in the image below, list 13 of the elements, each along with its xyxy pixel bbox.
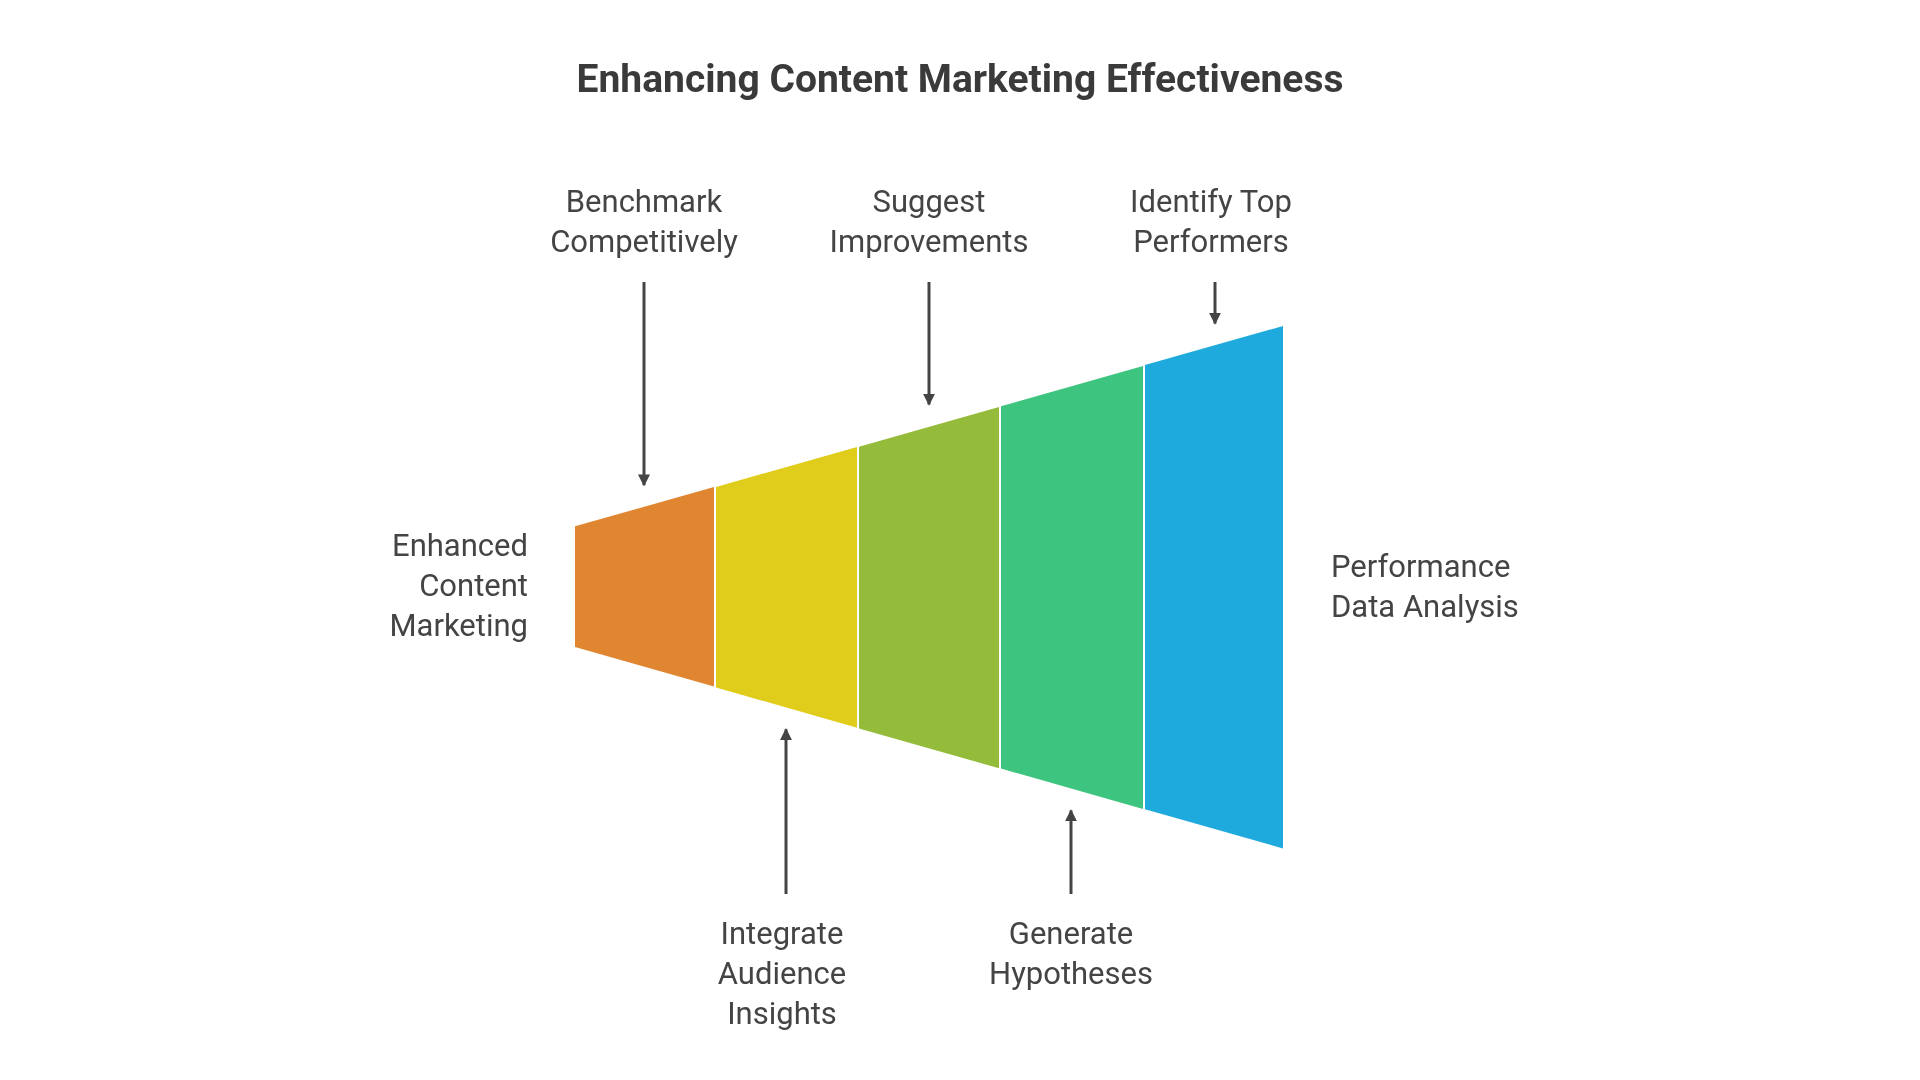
arrow [923,282,935,406]
step-label: Suggest Improvements [828,182,1030,262]
step-label: Identify Top Performers [1129,182,1293,262]
endpoint-label: Enhanced Content Marketing [388,526,528,646]
step-label: Generate Hypotheses [988,914,1154,994]
arrow [1065,809,1077,894]
diagram-title: Enhancing Content Marketing Effectiveness [575,56,1345,102]
arrow [1209,282,1221,325]
step-label: Benchmark Competitively [549,182,739,262]
step-label: Integrate Audience Insights [716,914,848,1034]
arrow [780,728,792,894]
endpoint-label: Performance Data Analysis [1331,547,1520,627]
arrow [638,282,650,487]
